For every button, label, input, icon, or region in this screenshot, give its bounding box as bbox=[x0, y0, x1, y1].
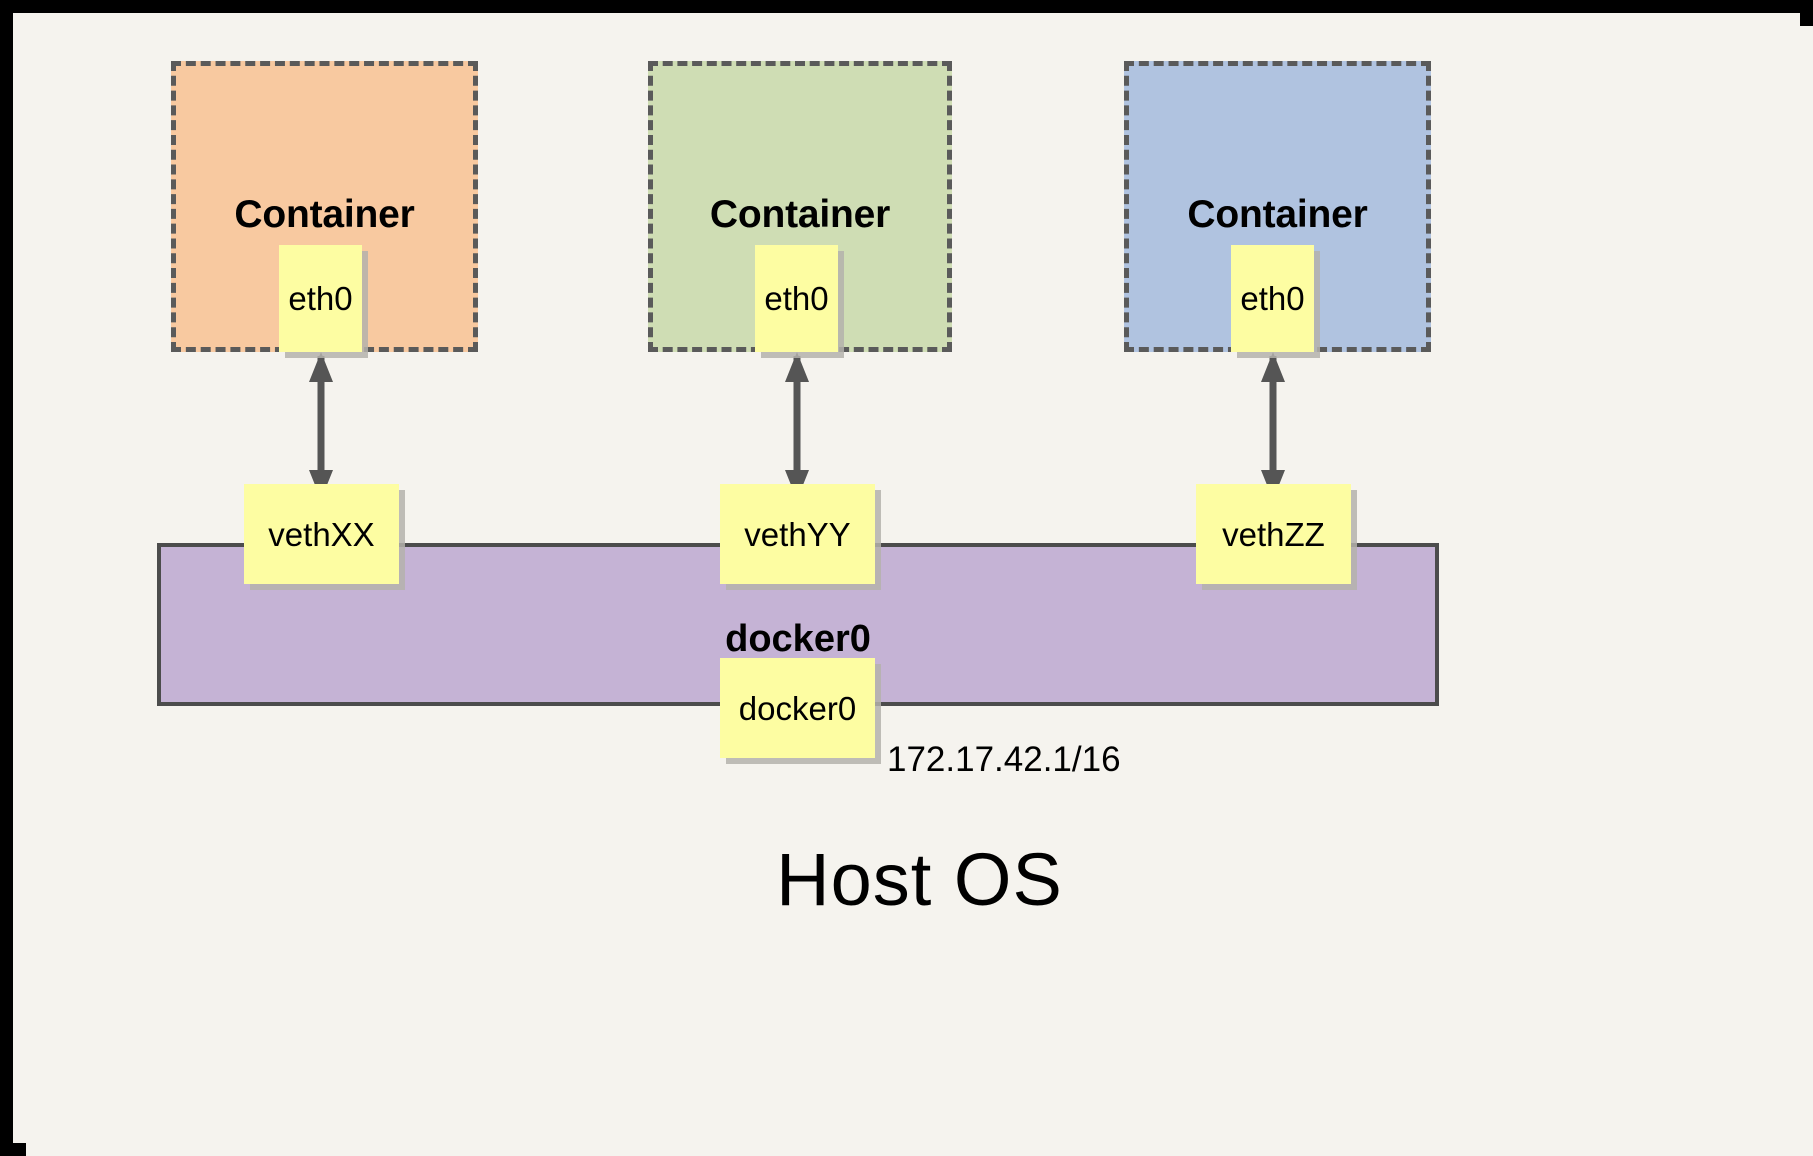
docker0-ip-address: 172.17.42.1/16 bbox=[887, 740, 1121, 779]
veth-link-arrow-3 bbox=[1261, 352, 1285, 500]
veth-note-2: vethYY bbox=[720, 484, 875, 584]
container-title-1: Container bbox=[234, 193, 415, 236]
container-eth0-note-2: eth0 bbox=[755, 245, 838, 352]
container-title-3: Container bbox=[1187, 193, 1368, 236]
veth-link-arrow-2 bbox=[785, 352, 809, 500]
veth-note-1: vethXX bbox=[244, 484, 399, 584]
veth-link-arrow-1 bbox=[309, 352, 333, 500]
container-title-2: Container bbox=[709, 193, 891, 236]
container-eth0-note-1: eth0 bbox=[279, 245, 362, 352]
container-eth0-note-3: eth0 bbox=[1231, 245, 1314, 352]
diagram-canvas: Container eth0 vethXX Container eth0 vet… bbox=[26, 26, 1813, 1156]
host-os-label: Host OS bbox=[776, 838, 1063, 921]
veth-note-3: vethZZ bbox=[1196, 484, 1351, 584]
docker0-bridge-label: docker0 bbox=[725, 618, 871, 660]
docker0-interface-note: docker0 bbox=[720, 658, 875, 758]
